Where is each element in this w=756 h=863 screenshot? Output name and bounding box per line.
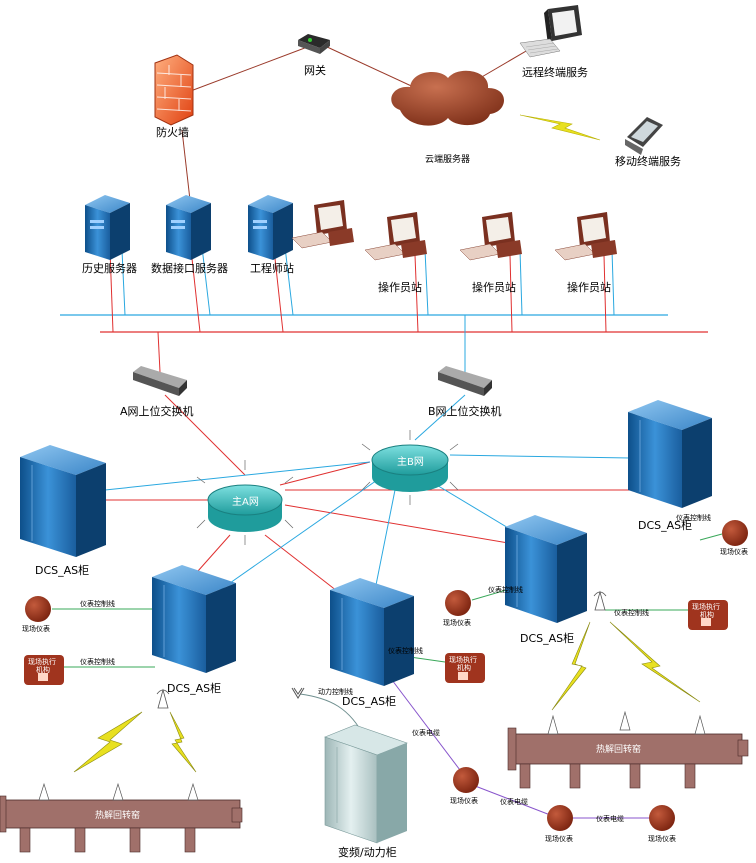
field-instrument-label: 现场仪表 — [648, 834, 676, 843]
field-instrument — [649, 805, 675, 831]
firewall-label: 防火墙 — [156, 125, 189, 139]
dcs-cabinet-label-5: DCS_AS柜 — [520, 632, 574, 645]
cabinet-icon — [628, 400, 712, 508]
ring-b-label: 主B网 — [397, 456, 424, 468]
ring-a-label: 主A网 — [232, 496, 259, 508]
vfd-cabinet-icon — [324, 724, 408, 844]
field-instrument-label: 现场仪表 — [720, 547, 748, 556]
operator-station-label-3: 操作员站 — [567, 280, 611, 294]
actuator-label: 现场执行 — [28, 657, 56, 666]
vfd-cabinet-label: 变频/动力柜 — [338, 845, 397, 859]
history-server-label: 历史服务器 — [82, 262, 137, 275]
server-icon — [248, 195, 293, 260]
engineer-station-label: 工程师站 — [250, 261, 294, 275]
workstation-icon — [364, 212, 427, 261]
switch-a-label: A网上位交换机 — [120, 404, 194, 418]
workstation-icon — [291, 200, 354, 249]
dcs-cabinet-label-1: DCS_AS柜 — [35, 564, 89, 577]
server-icon — [166, 195, 211, 260]
cabinet-icon — [330, 578, 414, 686]
field-instrument-label: 现场仪表 — [450, 796, 478, 805]
dcs-cabinet-label-2: DCS_AS柜 — [638, 519, 692, 532]
cable-label: 仪表电缆 — [500, 797, 528, 806]
field-instrument — [547, 805, 573, 831]
data-interface-server-label: 数据接口服务器 — [151, 261, 228, 275]
cable-label: 仪表控制线 — [676, 513, 711, 522]
actuator-label: 现场执行 — [692, 602, 720, 611]
kiln-icon — [0, 782, 243, 853]
cloud-label: 云端服务器 — [425, 153, 470, 165]
field-instrument — [25, 596, 51, 622]
field-instrument-label: 现场仪表 — [545, 834, 573, 843]
lightning-icon — [609, 621, 701, 703]
lightning-icon — [551, 621, 591, 711]
lightning-icon — [519, 114, 601, 141]
field-instrument — [453, 767, 479, 793]
field-instrument — [722, 520, 748, 546]
server-icon — [85, 195, 130, 260]
router-icon — [298, 34, 330, 54]
cabinet-icon — [152, 565, 236, 673]
actuator-label-2: 机构 — [36, 665, 50, 674]
dcs-cabinet-label-4: DCS_AS柜 — [342, 695, 396, 708]
field-instrument-label: 现场仪表 — [22, 624, 50, 633]
switch-b-label: B网上位交换机 — [428, 404, 502, 418]
kiln-icon — [507, 710, 749, 789]
field-instrument — [445, 590, 471, 616]
actuator-icon — [688, 600, 728, 630]
power-cable-label: 动力控制线 — [318, 687, 353, 696]
cable-label: 仪表控制线 — [80, 657, 115, 666]
kiln-label-1: 热解回转窑 — [95, 809, 140, 821]
actuator-label: 现场执行 — [449, 655, 477, 664]
ring-b — [361, 430, 459, 505]
desktop-icon — [519, 5, 582, 58]
actuator-label-2: 机构 — [700, 610, 714, 619]
cloud-icon — [391, 70, 504, 126]
actuator-icon — [24, 655, 64, 685]
gateway-label: 网关 — [304, 63, 326, 77]
antenna-icon — [156, 688, 170, 709]
actuator-label-2: 机构 — [457, 663, 471, 672]
cable-label: 仪表控制线 — [388, 646, 423, 655]
switch-icon — [133, 366, 187, 396]
cable-label: 仪表电缆 — [412, 728, 440, 737]
switch-icon — [438, 366, 492, 396]
antenna-icon — [593, 590, 607, 611]
mobile-label: 移动终端服务 — [615, 154, 681, 168]
firewall-icon — [154, 54, 194, 126]
operator-station-label-1: 操作员站 — [378, 280, 422, 294]
ring-a — [196, 460, 294, 545]
field-instrument-label: 现场仪表 — [443, 618, 471, 627]
lightning-icon — [73, 711, 143, 773]
laptop-icon — [625, 117, 663, 155]
kiln-label-2: 热解回转窑 — [596, 743, 641, 755]
actuator-icon — [445, 653, 485, 683]
workstation-icon — [459, 212, 522, 261]
cable-label: 仪表控制线 — [488, 585, 523, 594]
remote-label: 远程终端服务 — [522, 65, 588, 79]
operator-station-label-2: 操作员站 — [472, 280, 516, 294]
antenna-icon — [291, 687, 305, 699]
cable-label: 仪表电缆 — [596, 814, 624, 823]
workstation-icon — [554, 212, 617, 261]
lightning-icon — [169, 711, 197, 773]
cable-label: 仪表控制线 — [614, 608, 649, 617]
cable-label: 仪表控制线 — [80, 599, 115, 608]
cabinet-icon — [505, 515, 587, 623]
dcs-cabinet-label-3: DCS_AS柜 — [167, 682, 221, 695]
cabinet-icon — [20, 445, 106, 557]
connection-lines — [52, 39, 723, 819]
